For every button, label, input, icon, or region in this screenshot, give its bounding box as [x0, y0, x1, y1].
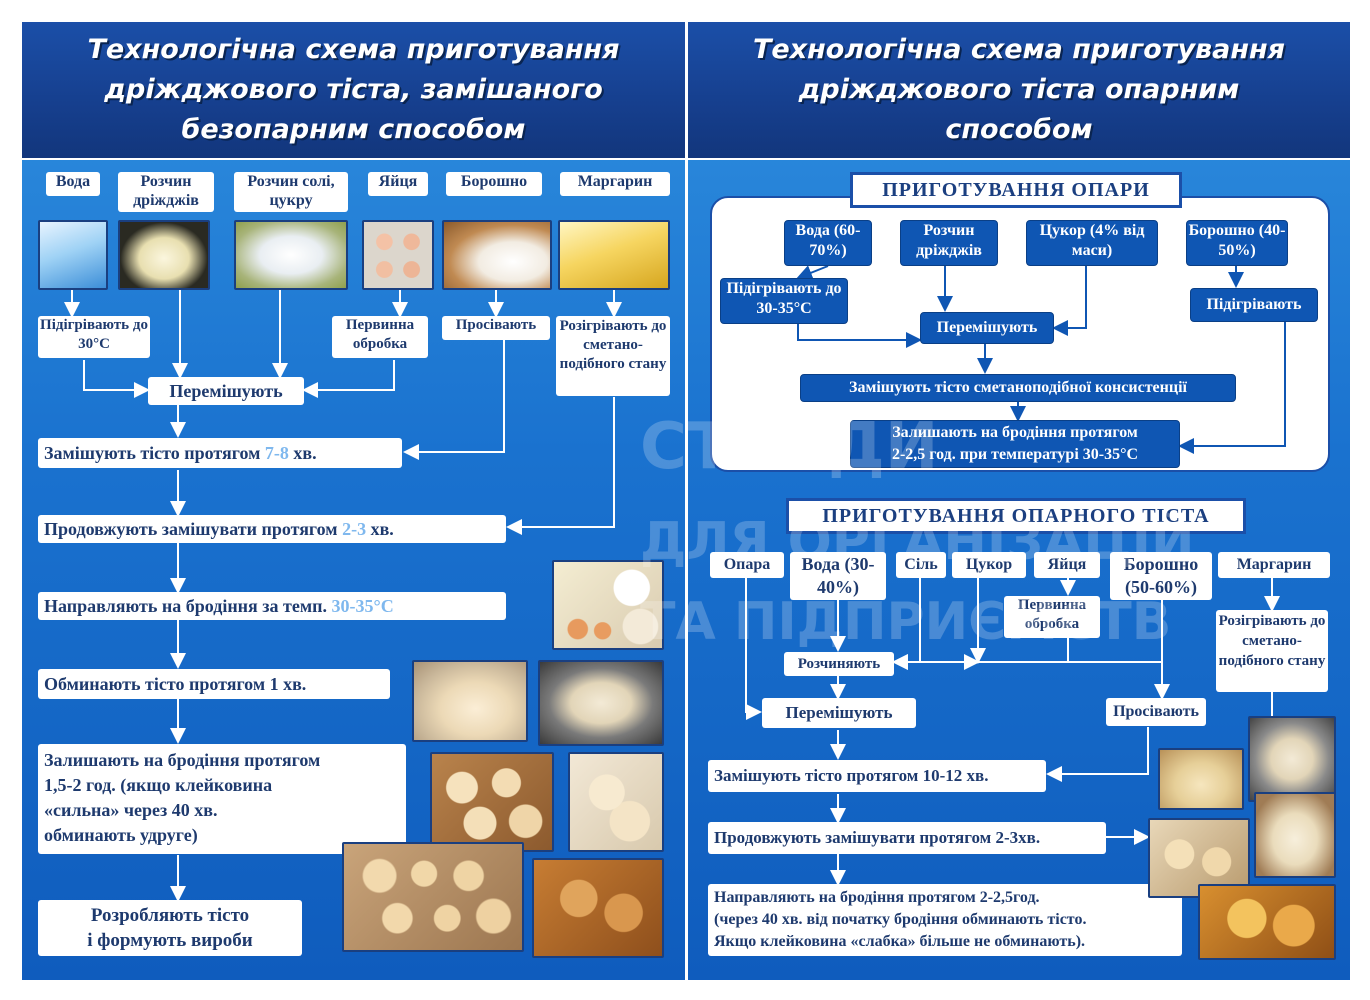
step-mix: Перемішують	[148, 377, 304, 405]
ingredient-flour: Борошно	[446, 172, 542, 196]
step-sift: Просівають	[442, 316, 550, 340]
yeast-photo	[118, 220, 210, 290]
dough-ferment: Направляють на бродіння протягом 2-2,5го…	[708, 884, 1182, 956]
sponge-heat-flour: Підігрівають	[1190, 288, 1318, 322]
dough-photo-right-2	[1254, 792, 1336, 878]
margarine-photo	[558, 220, 670, 290]
sponge-water: Вода (60-70%)	[784, 220, 872, 266]
ingredient-salt-sugar-solution: Розчин солі, цукру	[234, 172, 348, 212]
dough-salt: Сіль	[896, 552, 946, 578]
ingredient-margarine: Маргарин	[560, 172, 670, 196]
water-photo	[38, 220, 108, 290]
step-primary-processing: Первинна обробка	[332, 316, 428, 358]
dough-primary-processing: Первинна обробка	[1004, 596, 1100, 638]
dough-water: Вода (30-40%)	[790, 552, 886, 600]
dough-heat-margarine: Розігрівають до сметано- подібного стану	[1216, 610, 1328, 692]
pastry-photo	[1198, 884, 1336, 960]
dough-continue: Продовжують замішувати протягом 2-3хв.	[708, 822, 1106, 854]
rolls-tray-photo	[342, 842, 524, 952]
dough-sugar: Цукор	[952, 552, 1026, 578]
sponge-flour: Борошно (40-50%)	[1186, 220, 1288, 266]
step-heat-margarine: Розігрівають до сметано- подібного стану	[556, 316, 670, 396]
right-flow-arrows	[745, 265, 1286, 886]
eggs-photo	[362, 220, 434, 290]
sponge-sugar: Цукор (4% від маси)	[1026, 220, 1158, 266]
flour-photo	[442, 220, 552, 290]
dough-dissolve: Розчиняють	[784, 652, 894, 676]
dough-flour: Борошно (50-60%)	[1110, 552, 1212, 600]
dough-balls-photo-2	[568, 752, 664, 852]
dough-sift: Просівають	[1106, 698, 1206, 726]
sponge-heat-water: Підігрівають до 30-35°С	[720, 278, 848, 324]
sponge-mix: Перемішують	[920, 312, 1054, 344]
dough-knead: Замішують тісто протягом 10-12 хв.	[708, 760, 1046, 792]
ingredient-yeast-solution: Розчин дріжджів	[118, 172, 214, 212]
right-panel: Технологічна схема приготування дріжджов…	[688, 22, 1350, 980]
dough-photo-right-1	[1158, 748, 1244, 810]
dough-title: ПРИГОТУВАННЯ ОПАРНОГО ТІСТА	[786, 498, 1246, 534]
step-heat-water: Підігрівають до 30°С	[38, 316, 150, 358]
ingredient-water: Вода	[46, 172, 100, 196]
salt-sugar-photo	[234, 220, 348, 290]
left-panel: Технологічна схема приготування дріжджов…	[22, 22, 685, 980]
dough-balls-photo	[430, 752, 554, 852]
cinnamon-rolls-photo	[532, 858, 664, 958]
sponge-yeast: Розчин дріжджів	[900, 220, 998, 266]
step-fermentation-temp: Направляють на бродіння за темп. 30-35°С	[38, 592, 506, 620]
dough-eggs: Яйця	[1034, 552, 1100, 578]
sponge-knead: Замішують тісто сметаноподібної консисте…	[800, 374, 1236, 402]
right-header: Технологічна схема приготування дріжджов…	[688, 22, 1350, 160]
dough-sponge: Опара	[710, 552, 784, 578]
dough-balls-photo-right	[1148, 818, 1250, 898]
dough-mix: Перемішують	[762, 698, 916, 728]
dough-bowl-photo-right	[1248, 716, 1336, 802]
ingredients-photo	[552, 560, 664, 650]
dough-bowl-photo	[538, 660, 664, 746]
left-header: Технологічна схема приготування дріжджов…	[22, 22, 685, 160]
step-shape-products: Розробляють тісто і формують вироби	[38, 900, 302, 956]
left-flow-arrows	[64, 290, 622, 902]
right-title: Технологічна схема приготування дріжджов…	[752, 34, 1286, 145]
left-title: Технологічна схема приготування дріжджов…	[87, 34, 620, 145]
step-knead: Замішують тісто протягом 7-8 хв.	[38, 438, 402, 468]
sponge-title: ПРИГОТУВАННЯ ОПАРИ	[850, 172, 1182, 208]
ingredient-eggs: Яйця	[368, 172, 428, 196]
step-punch-down: Обминають тісто протягом 1 хв.	[38, 669, 390, 699]
step-continue-kneading: Продовжують замішувати протягом 2-3 хв.	[38, 515, 506, 543]
dough-photo-1	[412, 660, 528, 742]
dough-margarine: Маргарин	[1218, 552, 1330, 578]
sponge-ferment: Залишають на бродіння протягом 2-2,5 год…	[850, 420, 1180, 468]
step-fermentation: Залишають на бродіння протягом 1,5-2 год…	[38, 744, 406, 854]
